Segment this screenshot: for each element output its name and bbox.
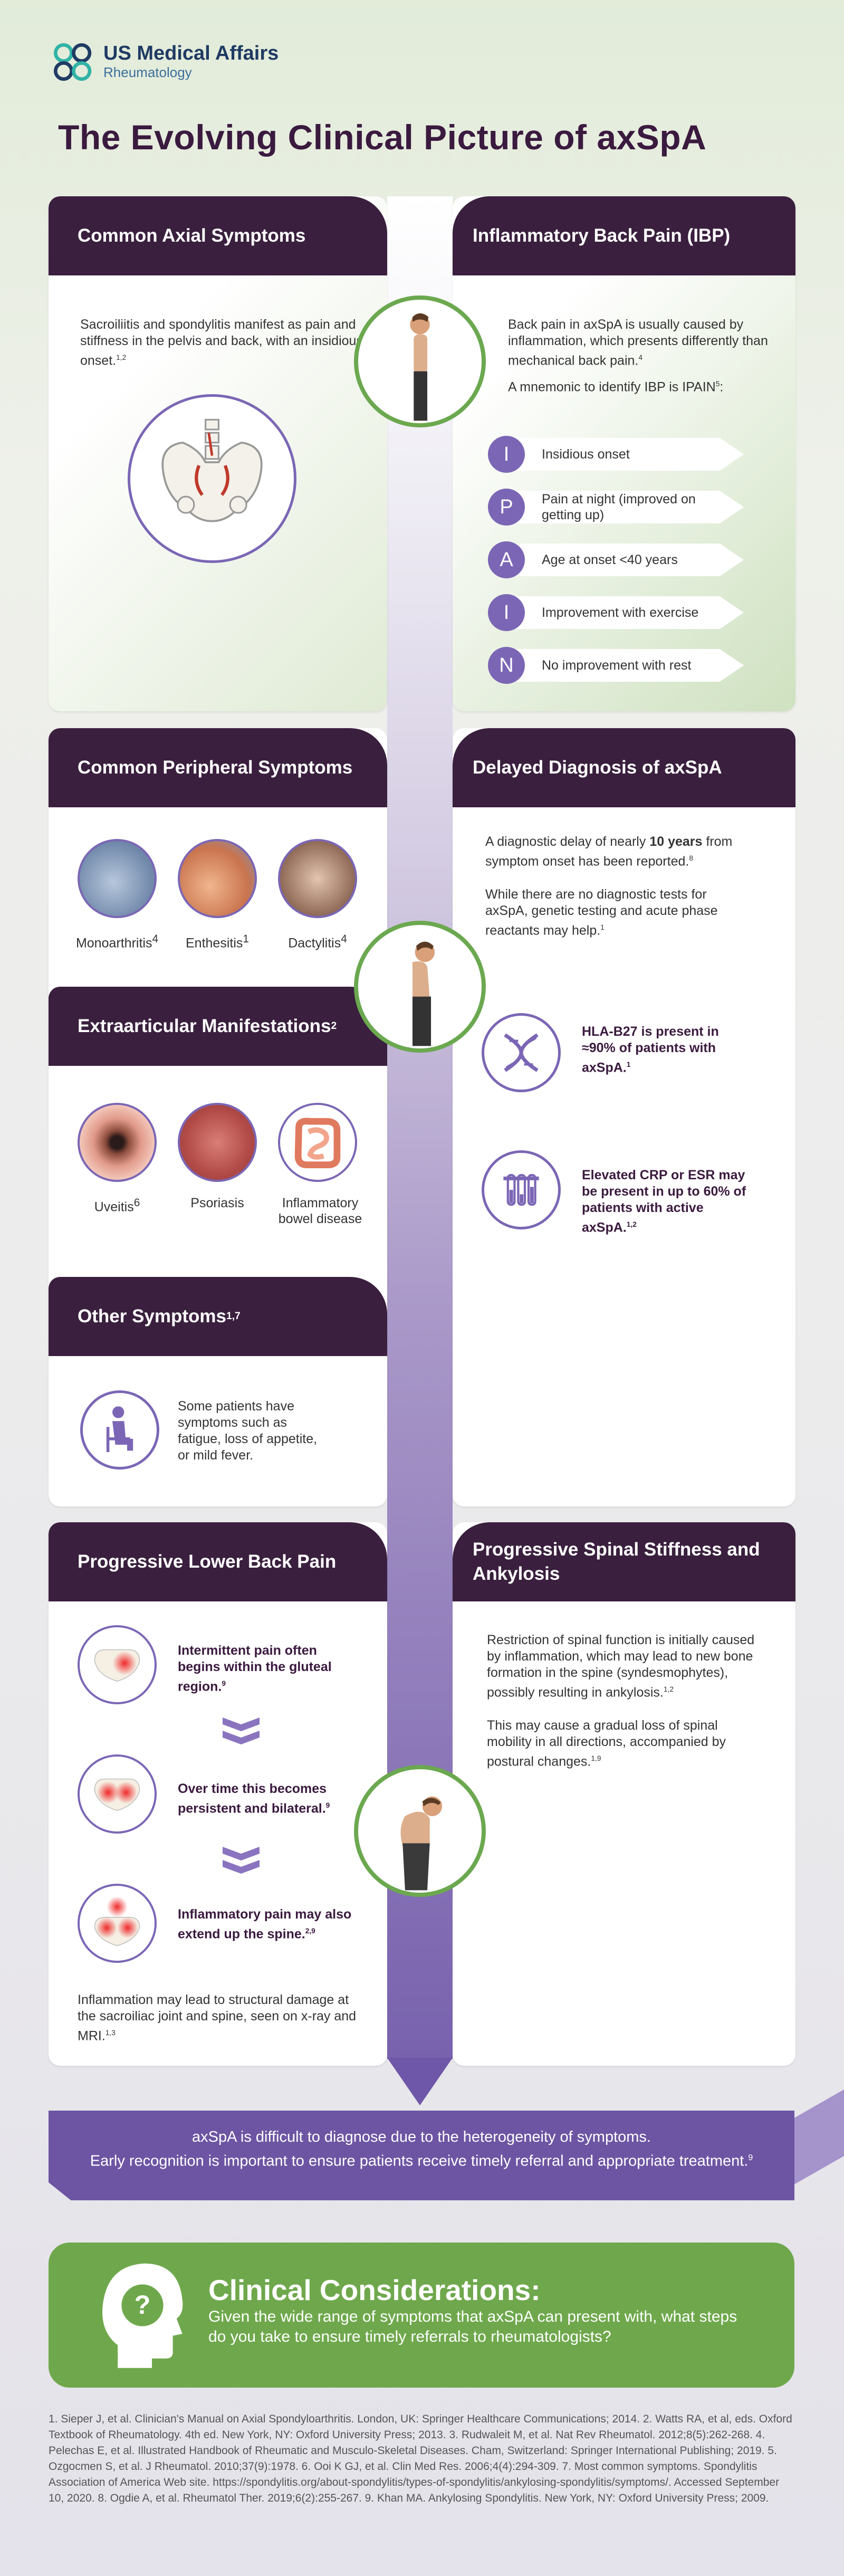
- uveitis-label: Uveitis6: [94, 1197, 140, 1215]
- enthesitis-label: Enthesitis1: [186, 933, 249, 951]
- pelvis-pain-icon-2: [78, 1754, 157, 1834]
- axial-symptoms-card: Common Axial Symptoms Sacroiliitis and s…: [49, 196, 387, 711]
- ibd-intestine-icon: [278, 1103, 357, 1182]
- lower-back-step-2-text: Over time this becomes persistent and bi…: [178, 1781, 330, 1816]
- spine-pain-icon: [78, 1884, 157, 1963]
- upright-person-icon: [354, 295, 486, 427]
- page-title: The Evolving Clinical Picture of axSpA: [58, 118, 707, 157]
- dactylitis-label: Dactylitis4: [288, 933, 347, 951]
- brand-name: US Medical Affairs: [103, 42, 279, 64]
- stooped-person-icon: [354, 1765, 486, 1897]
- down-chevron-icon: [223, 1718, 260, 1731]
- lower-back-step-3-text: Inflammatory pain may also extend up the…: [178, 1907, 352, 1942]
- monoarthritis-photo: [78, 839, 157, 918]
- ipain-item-age-at-onset: A Age at onset <40 years: [488, 538, 760, 581]
- axial-symptoms-text: Sacroiliitis and spondylitis manifest as…: [80, 317, 363, 368]
- svg-text:?: ?: [135, 2289, 151, 2320]
- axial-symptoms-header: Common Axial Symptoms: [49, 196, 387, 275]
- psoriasis-photo: [178, 1103, 257, 1182]
- spinal-stiffness-header: Progressive Spinal Stiffness and Ankylos…: [453, 1522, 795, 1601]
- lower-back-pain-header: Progressive Lower Back Pain: [49, 1522, 387, 1601]
- delayed-diagnosis-header: Delayed Diagnosis of axSpA: [453, 728, 795, 807]
- pelvis-illustration-icon: [128, 394, 296, 563]
- ipain-label: Age at onset <40 years: [542, 552, 678, 567]
- company-logo-icon: [53, 43, 92, 81]
- timeline-arrow-tip: [387, 2058, 453, 2105]
- ipain-letter: N: [488, 647, 525, 684]
- summary-banner: [49, 2111, 794, 2200]
- ipain-label: Pain at night (improved on getting up): [542, 492, 696, 522]
- test-tubes-icon: [482, 1150, 561, 1229]
- ibp-mnemonic-text: A mnemonic to identify IBP is IPAIN5:: [508, 379, 724, 395]
- ipain-letter: P: [488, 489, 525, 526]
- seated-person-icon: [80, 1390, 159, 1470]
- clinical-considerations-title: Clinical Considerations:: [208, 2274, 541, 2306]
- enthesitis-photo: [178, 839, 257, 918]
- delayed-diagnosis-card: Delayed Diagnosis of axSpA A diagnostic …: [453, 728, 795, 1506]
- down-chevron-icon: [223, 1860, 260, 1874]
- ipain-label: Insidious onset: [542, 447, 630, 462]
- lower-back-pain-card: Progressive Lower Back Pain Intermittent…: [49, 1522, 387, 2066]
- dactylitis-photo: [278, 839, 357, 918]
- delayed-diagnosis-text: A diagnostic delay of nearly 10 years fr…: [485, 834, 733, 869]
- slightly-bent-person-icon: [354, 921, 486, 1053]
- lower-back-step-1-text: Intermittent pain often begins within th…: [178, 1643, 332, 1694]
- ibd-label: Inflammatory bowel disease: [278, 1196, 362, 1226]
- ibp-header: Inflammatory Back Pain (IBP): [453, 196, 795, 275]
- ipain-item-improvement-exercise: I Improvement with exercise: [488, 591, 760, 634]
- timeline-spine: [387, 196, 453, 2059]
- ipain-item-pain-at-night: P Pain at night (improved on getting up): [488, 485, 760, 529]
- head-question-icon: ?: [102, 2263, 183, 2368]
- monoarthritis-label: Monoarthritis4: [75, 933, 159, 951]
- dna-icon: [482, 1013, 561, 1092]
- crp-esr-text: Elevated CRP or ESR may be present in up…: [582, 1168, 746, 1235]
- ibp-text: Back pain in axSpA is usually caused by …: [508, 317, 768, 368]
- clinical-considerations-text: Given the wide range of symptoms that ax…: [208, 2308, 737, 2345]
- ipain-letter: I: [488, 436, 525, 473]
- ipain-item-no-improvement-rest: N No improvement with rest: [488, 644, 760, 687]
- diagnostic-tests-text: While there are no diagnostic tests for …: [485, 887, 718, 938]
- summary-banner-text: axSpA is difficult to diagnose due to th…: [90, 2129, 753, 2170]
- ipain-item-insidious-onset: I Insidious onset: [488, 433, 760, 476]
- peripheral-symptoms-card: Common Peripheral Symptoms Monoarthritis…: [49, 728, 387, 1506]
- ipain-label: Improvement with exercise: [542, 605, 699, 620]
- spinal-stiffness-text: Restriction of spinal function is initia…: [487, 1633, 755, 1700]
- references-text: 1. Sieper J, et al. Clinician's Manual o…: [49, 2413, 792, 2504]
- other-symptoms-text: Some patients have symptoms such as fati…: [178, 1399, 318, 1463]
- down-chevron-icon: [223, 1731, 260, 1744]
- ipain-letter: I: [488, 594, 525, 631]
- peripheral-symptoms-header: Common Peripheral Symptoms: [49, 728, 387, 807]
- uveitis-photo: [78, 1103, 157, 1182]
- spinal-mobility-text: This may cause a gradual loss of spinal …: [487, 1718, 726, 1769]
- psoriasis-label: Psoriasis: [190, 1196, 244, 1210]
- down-chevron-icon: [223, 1847, 260, 1861]
- brand-subtitle: Rheumatology: [103, 64, 192, 80]
- structural-damage-text: Inflammation may lead to structural dama…: [78, 1992, 357, 2044]
- ipain-label: No improvement with rest: [542, 658, 692, 673]
- pelvis-pain-icon-1: [78, 1625, 157, 1704]
- hla-b27-text: HLA-B27 is present in ≈90% of patients w…: [582, 1024, 719, 1075]
- spinal-stiffness-card: Progressive Spinal Stiffness and Ankylos…: [453, 1522, 795, 2066]
- ipain-letter: A: [488, 541, 525, 578]
